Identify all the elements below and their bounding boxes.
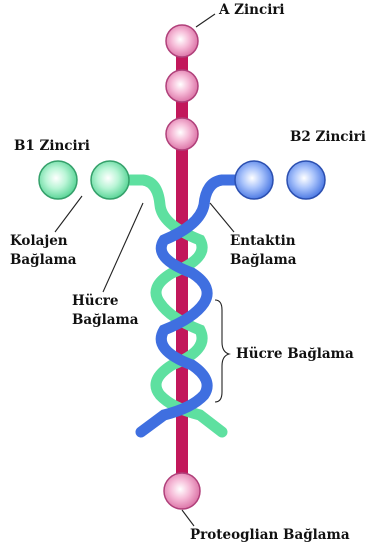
collagen-leader <box>55 196 82 232</box>
proteoglycan-leader <box>182 510 194 526</box>
b2-chain-globule <box>235 161 273 199</box>
collagen-binding-label: Kolajen <box>10 233 68 249</box>
entactin-binding-label: Bağlama <box>230 252 297 268</box>
a-chain-globule <box>164 473 200 509</box>
a-chain-label: A Zinciri <box>218 2 285 18</box>
a-chain-globule <box>166 25 198 57</box>
cell-binding-left-label: Bağlama <box>72 312 139 328</box>
cell-binding-bracket <box>215 300 229 402</box>
cell-binding-left-leader <box>103 203 143 292</box>
entactin-binding-label: Entaktin <box>230 233 296 249</box>
a-chain-globule <box>166 70 198 102</box>
b1-chain-globule <box>91 161 129 199</box>
b1-chain-label: B1 Zinciri <box>14 138 90 154</box>
a-chain-leader <box>196 14 215 27</box>
collagen-binding-label: Bağlama <box>10 252 77 268</box>
proteoglycan-binding-label: Proteoglian Bağlama <box>190 527 350 543</box>
b2-chain-globule <box>287 161 325 199</box>
a-chain-globule <box>166 118 198 150</box>
b2-chain-label: B2 Zinciri <box>290 129 366 145</box>
b1-chain-globule <box>39 161 77 199</box>
cell-binding-left-label: Hücre <box>72 293 119 309</box>
cell-binding-right-label: Hücre Bağlama <box>236 346 354 362</box>
entactin-leader <box>210 203 234 232</box>
